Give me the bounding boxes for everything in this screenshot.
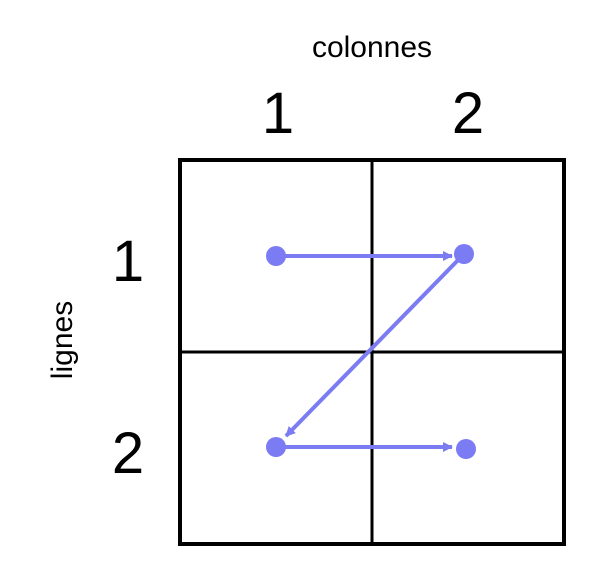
- point-cell-1-2: [454, 244, 474, 264]
- column-label-1: 1: [262, 81, 294, 146]
- grid: [178, 158, 566, 546]
- arrow-cell-1-2-to-2-1: [284, 252, 466, 438]
- row-label-2: 2: [112, 421, 144, 486]
- row-label-1: 1: [112, 229, 144, 294]
- traversal-path: [266, 244, 476, 459]
- point-cell-1-1: [266, 246, 286, 266]
- column-axis-title: colonnes: [312, 31, 432, 64]
- column-label-2: 2: [452, 81, 484, 146]
- row-axis-title: lignes: [46, 301, 79, 379]
- point-cell-2-1: [266, 437, 286, 457]
- point-cell-2-2: [456, 439, 476, 459]
